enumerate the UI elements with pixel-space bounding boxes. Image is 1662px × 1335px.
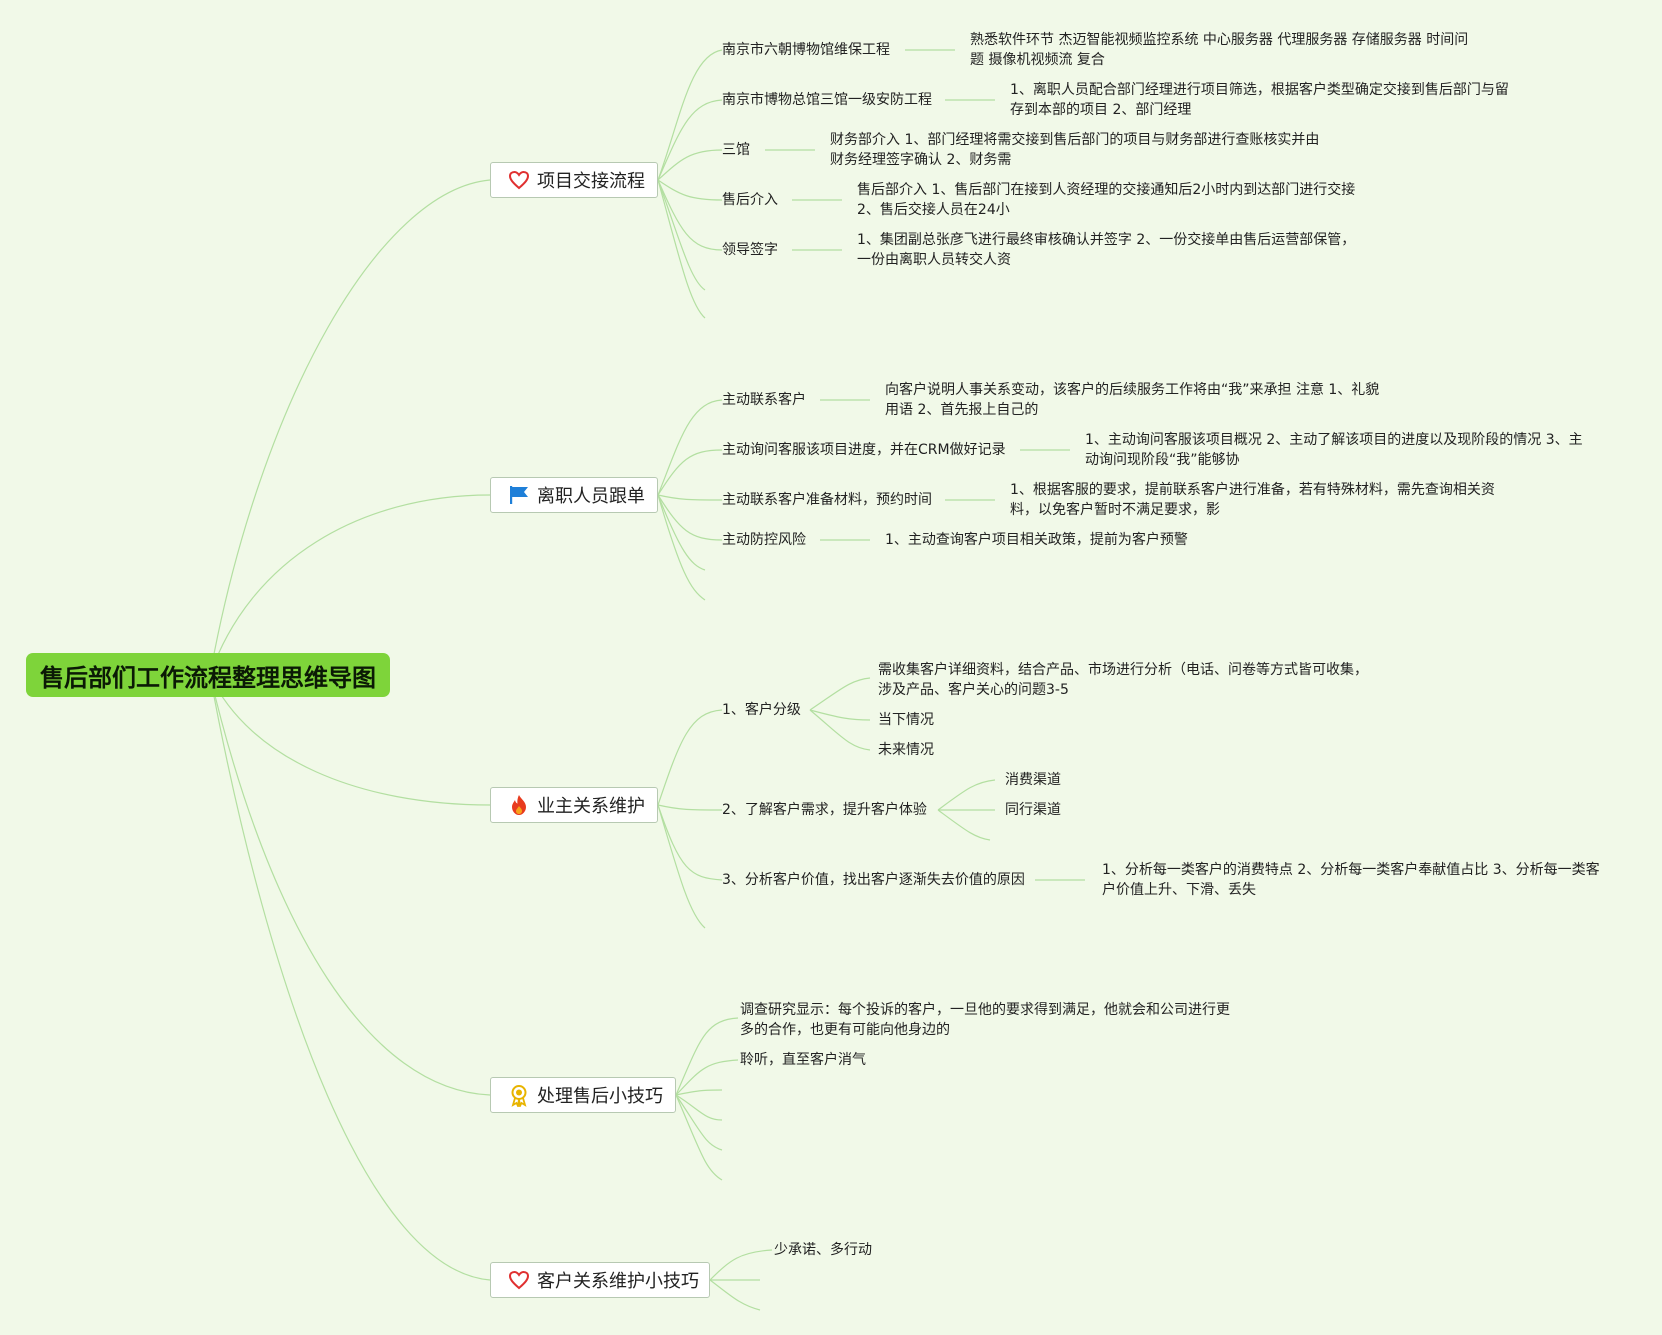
topic-label[interactable]: 2、了解客户需求，提升客户体验 <box>722 802 927 818</box>
branch-resigned-followup[interactable]: 离职人员跟单 <box>490 477 658 513</box>
flag-icon <box>507 483 531 507</box>
topic-label[interactable]: 南京市博物总馆三馆一级安防工程 <box>722 92 932 108</box>
branch-title: 离职人员跟单 <box>537 486 645 507</box>
topic-label[interactable]: 三馆 <box>722 142 750 158</box>
topic-label[interactable]: 主动联系客户准备材料，预约时间 <box>722 492 932 508</box>
subtopic[interactable]: 当下情况 <box>878 712 934 728</box>
subtopic[interactable]: 未来情况 <box>878 742 934 758</box>
branch-title: 处理售后小技巧 <box>537 1086 663 1107</box>
topic-label[interactable]: 主动联系客户 <box>722 392 806 408</box>
topic-detail[interactable]: 1、分析每一类客户的消费特点 2、分析每一类客户奉献值占比 3、分析每一类客户价… <box>1102 862 1600 898</box>
branch-title: 业主关系维护 <box>537 796 645 817</box>
award-icon <box>507 1083 531 1107</box>
root-topic[interactable]: 售后部们工作流程整理思维导图 <box>26 653 390 697</box>
link-root-b3 <box>209 674 491 806</box>
link-root-b4 <box>209 674 491 1096</box>
topic-detail[interactable]: 1、离职人员配合部门经理进行项目筛选，根据客户类型确定交接到售后部门与留存到本部… <box>1010 82 1509 118</box>
topic-label[interactable]: 聆听，直至客户消气 <box>740 1052 866 1068</box>
branch-owner-relations[interactable]: 业主关系维护 <box>490 787 658 823</box>
topic-label[interactable]: 售后介入 <box>722 192 778 208</box>
topic-detail[interactable]: 向客户说明人事关系变动，该客户的后续服务工作将由“我”来承担 注意 1、礼貌用语… <box>885 382 1380 418</box>
topic-detail[interactable]: 熟悉软件环节 杰迈智能视频监控系统 中心服务器 代理服务器 存储服务器 时间问题… <box>970 32 1469 68</box>
branch-customer-relation-tips[interactable]: 客户关系维护小技巧 <box>490 1262 710 1298</box>
link-root-b1 <box>209 179 491 676</box>
heart-icon <box>507 168 531 192</box>
fire-icon <box>507 793 531 817</box>
branch-after-sales-tips[interactable]: 处理售后小技巧 <box>490 1077 676 1113</box>
topic-label[interactable]: 主动询问客服该项目进度，并在CRM做好记录 <box>722 442 1006 458</box>
topic-label[interactable]: 3、分析客户价值，找出客户逐渐失去价值的原因 <box>722 872 1025 888</box>
branch-title: 项目交接流程 <box>537 171 645 192</box>
link-root-b2 <box>209 494 491 676</box>
topic-label[interactable]: 南京市六朝博物馆维保工程 <box>722 42 890 58</box>
topic-detail[interactable]: 1、根据客服的要求，提前联系客户进行准备，若有特殊材料，需先查询相关资料，以免客… <box>1010 482 1495 518</box>
heart-icon <box>507 1268 531 1292</box>
topic-detail[interactable]: 售后部介入 1、售后部门在接到人资经理的交接通知后2小时内到达部门进行交接 2、… <box>857 182 1356 218</box>
topic-detail[interactable]: 财务部介入 1、部门经理将需交接到售后部门的项目与财务部进行查账核实并由财务经理… <box>830 132 1320 168</box>
topic-label[interactable]: 少承诺、多行动 <box>774 1242 872 1258</box>
topic-detail[interactable]: 1、集团副总张彦飞进行最终审核确认并签字 2、一份交接单由售后运营部保管，一份由… <box>857 232 1356 268</box>
topic-label[interactable]: 主动防控风险 <box>722 532 806 548</box>
topic-label[interactable]: 调查研究显示：每个投诉的客户，一旦他的要求得到满足，他就会和公司进行更多的合作，… <box>740 1002 1230 1038</box>
topic-detail[interactable]: 1、主动询问客服该项目概况 2、主动了解该项目的进度以及现阶段的情况 3、主动询… <box>1085 432 1583 468</box>
branch-project-handover[interactable]: 项目交接流程 <box>490 162 658 198</box>
topic-detail[interactable]: 1、主动查询客户项目相关政策，提前为客户预警 <box>885 532 1188 548</box>
branch-title: 客户关系维护小技巧 <box>537 1271 699 1292</box>
subtopic[interactable]: 消费渠道 <box>1005 772 1061 788</box>
topic-label[interactable]: 1、客户分级 <box>722 702 801 718</box>
topic-label[interactable]: 领导签字 <box>722 242 778 258</box>
link-root-b5 <box>209 674 491 1281</box>
subtopic[interactable]: 需收集客户详细资料，结合产品、市场进行分析（电话、问卷等方式皆可收集，涉及产品、… <box>878 662 1368 698</box>
subtopic[interactable]: 同行渠道 <box>1005 802 1061 818</box>
